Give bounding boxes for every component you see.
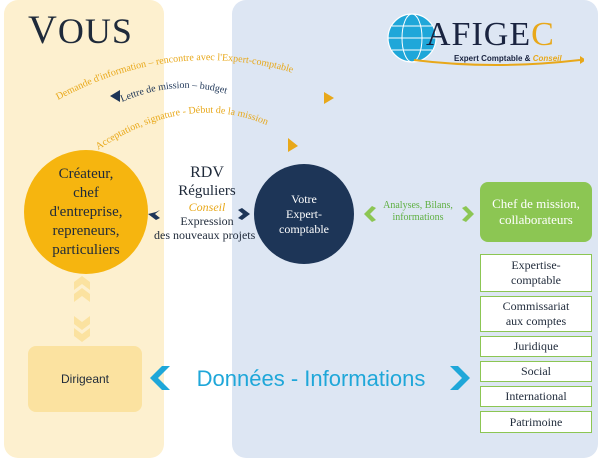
data-left-chevron-icon xyxy=(150,366,170,390)
green-right-chevron-icon xyxy=(462,206,474,222)
acceptation-label: Acceptation, signature - Début de la mis… xyxy=(94,105,270,153)
expert-circle: Votre Expert- comptable xyxy=(254,164,354,264)
demande-arrowhead xyxy=(324,92,334,104)
acceptation-arrowhead xyxy=(288,138,298,152)
down-chevrons-icon xyxy=(74,276,90,342)
chef-de-mission-box: Chef de mission, collaborateurs xyxy=(480,182,592,242)
acceptation-arc: Acceptation, signature - Début de la mis… xyxy=(94,105,298,153)
service-international: International xyxy=(480,386,592,407)
demande-arc: Demande d'information – rencontre avec l… xyxy=(54,52,334,104)
service-expertise-comptable: Expertise-comptable xyxy=(480,254,592,292)
svg-text:Acceptation, signature - Début: Acceptation, signature - Début de la mis… xyxy=(94,105,270,153)
rdv-block: RDV Réguliers Conseil Expression des nou… xyxy=(154,164,255,242)
globe-icon xyxy=(387,13,584,66)
demande-label: Demande d'information – rencontre avec l… xyxy=(54,52,295,103)
conseil-label: Conseil xyxy=(188,200,226,214)
left-chevron-icon xyxy=(148,210,160,220)
createur-circle: Créateur, chef d'entreprise, repreneurs,… xyxy=(24,150,148,274)
lettre-arrowhead xyxy=(110,90,120,102)
data-right-chevron-icon xyxy=(450,366,470,390)
green-left-chevron-icon xyxy=(364,206,376,222)
vous-title: VOUS xyxy=(28,7,133,52)
donnees-informations-label: Données - Informations xyxy=(196,366,426,391)
service-social: Social xyxy=(480,361,592,382)
expression-label: Expression xyxy=(180,214,234,228)
svg-text:Lettre de mission – budget: Lettre de mission – budget xyxy=(119,80,229,105)
nouveaux-projets-label: des nouveaux projets xyxy=(154,228,256,242)
analyses-label: Analyses, Bilans, informations xyxy=(383,200,453,223)
afigec-logo: AFIGEC Expert Comptable & Conseil xyxy=(384,8,584,72)
dirigeant-box: Dirigeant xyxy=(28,346,142,412)
lettre-arc: Lettre de mission – budget xyxy=(110,80,229,105)
right-chevron-icon xyxy=(238,208,250,220)
service-juridique: Juridique xyxy=(480,336,592,357)
rdv-label: RDV xyxy=(190,164,224,181)
reguliers-label: Réguliers xyxy=(178,183,236,199)
service-patrimoine: Patrimoine xyxy=(480,411,592,433)
lettre-label: Lettre de mission – budget xyxy=(119,80,229,105)
svg-text:Demande d'information – rencon: Demande d'information – rencontre avec l… xyxy=(54,52,295,103)
